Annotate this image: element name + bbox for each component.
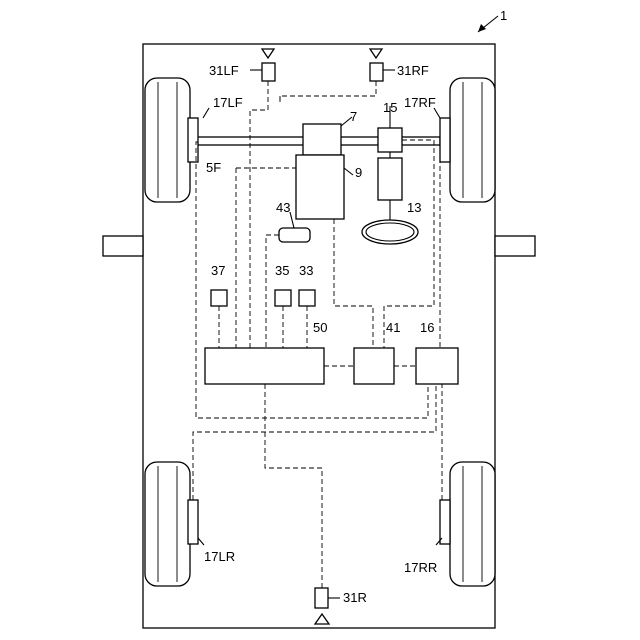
- component-35: [275, 290, 291, 306]
- steering-column: [378, 158, 402, 200]
- label-part-15: 15: [383, 100, 397, 115]
- wheel-left-front: [145, 78, 198, 202]
- component-41: [354, 348, 394, 384]
- label-part-35: 35: [275, 263, 289, 278]
- wheel-left-rear: [145, 462, 198, 586]
- label-wheel-17rf: 17RF: [404, 95, 436, 110]
- component-33: [299, 290, 315, 306]
- label-sensor-31lf: 31LF: [209, 63, 239, 78]
- label-part-9: 9: [355, 165, 362, 180]
- label-part-41: 41: [386, 320, 400, 335]
- control-unit-50: [205, 348, 324, 384]
- right-side-stub: [495, 236, 535, 256]
- steering-wheel-13: [362, 220, 418, 244]
- label-part-50: 50: [313, 320, 327, 335]
- component-9: [296, 155, 344, 219]
- label-part-43: 43: [276, 200, 290, 215]
- label-sensor-31r: 31R: [343, 590, 367, 605]
- label-wheel-17lr: 17LR: [204, 549, 235, 564]
- left-side-stub: [103, 236, 143, 256]
- label-part-37: 37: [211, 263, 225, 278]
- component-43: [279, 228, 310, 242]
- component-16: [416, 348, 458, 384]
- label-vehicle: 1: [500, 8, 507, 23]
- label-part-13: 13: [407, 200, 421, 215]
- component-7: [303, 124, 341, 155]
- label-wheel-17rr: 17RR: [404, 560, 437, 575]
- component-15: [378, 128, 402, 152]
- component-37: [211, 290, 227, 306]
- label-wheel-17lf: 17LF: [213, 95, 243, 110]
- label-part-33: 33: [299, 263, 313, 278]
- label-part-7: 7: [350, 109, 357, 124]
- label-sensor-31rf: 31RF: [397, 63, 429, 78]
- label-part-16: 16: [420, 320, 434, 335]
- label-axle-5f: 5F: [206, 160, 221, 175]
